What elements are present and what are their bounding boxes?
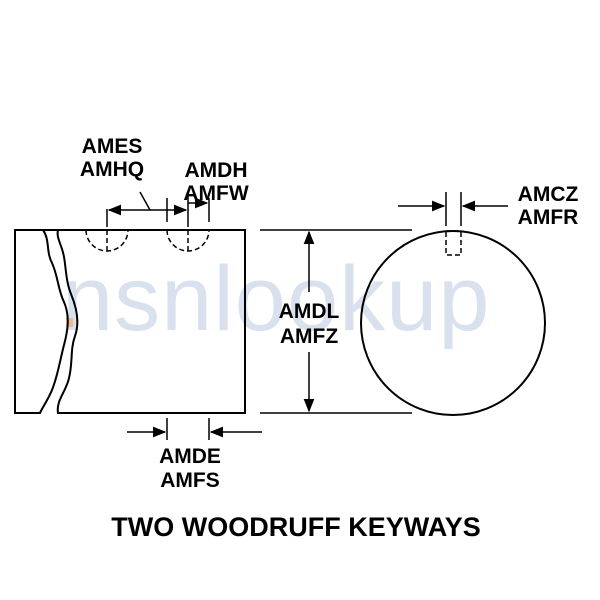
label-keyway-spacing-line2: AMHQ [80, 158, 144, 181]
diagram-title: TWO WOODRUFF KEYWAYS [111, 512, 481, 542]
label-end-distance-line1: AMDE [159, 445, 221, 468]
shaft-side-view [14, 222, 246, 414]
watermark-accent-dot [66, 318, 73, 327]
keyway-slot-hidden [445, 230, 462, 256]
label-end-distance-line2: AMFS [160, 469, 220, 492]
label-shaft-diameter-line1: AMDL [279, 300, 340, 323]
label-keyway-length-line2: AMFW [183, 182, 248, 205]
watermark-text: nsnlookup [62, 248, 490, 350]
dimension-shaft-diameter: AMDL AMFZ [260, 229, 412, 414]
dimension-end-distance: AMDE AMFS [127, 418, 262, 492]
label-keyway-width-line1: AMCZ [518, 183, 579, 206]
dimension-keyway-spacing: AMES AMHQ [80, 135, 189, 222]
label-keyway-spacing-line1: AMES [82, 135, 143, 158]
leader-line [139, 191, 151, 211]
label-keyway-length-line1: AMDH [185, 159, 248, 182]
label-keyway-width-line2: AMFR [518, 206, 579, 229]
label-shaft-diameter-line2: AMFZ [280, 325, 338, 348]
shaft-body-outline [43, 229, 246, 414]
watermark: nsnlookup [62, 248, 490, 350]
break-line-outer [14, 229, 69, 414]
dimension-keyway-width: AMCZ AMFR [398, 183, 578, 229]
shaft-circle [360, 230, 546, 416]
dimension-keyway-length: AMDH AMFW [166, 159, 249, 222]
shaft-end-view [360, 230, 546, 416]
